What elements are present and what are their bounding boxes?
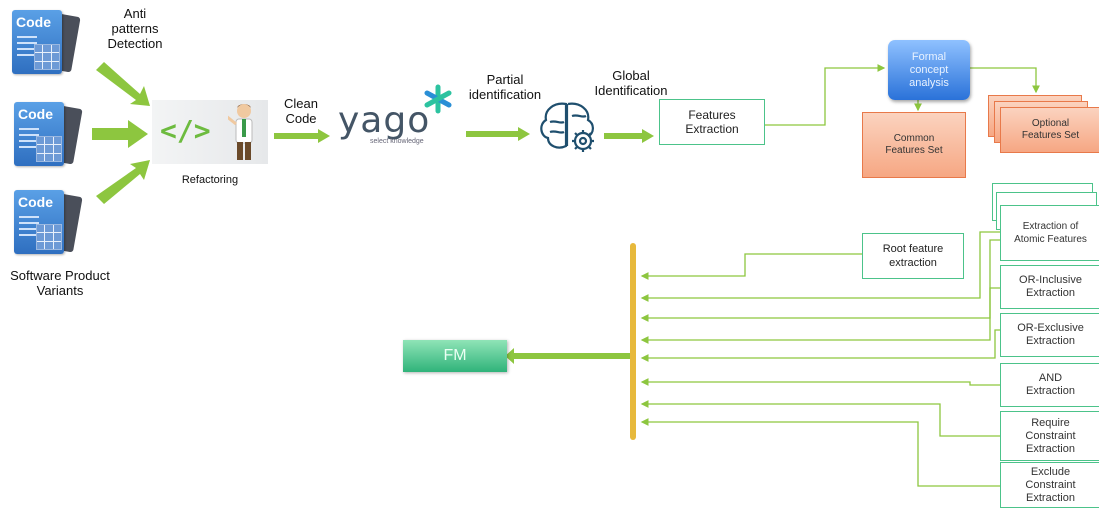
collector-bar — [630, 243, 636, 440]
refactoring-illustration: </> — [152, 100, 268, 164]
fca-box: Formal concept analysis — [888, 40, 970, 100]
refactoring-label: Refactoring — [181, 174, 239, 186]
fm-box: FM — [403, 340, 507, 372]
root-feature-box: Root feature extraction — [862, 233, 964, 279]
arrow-to-brain — [466, 127, 530, 141]
common-features-set-box: Common Features Set — [862, 112, 966, 178]
line-atomic-2 — [640, 239, 1000, 322]
or-inclusive-box: OR-Inclusive Extraction — [1000, 265, 1099, 309]
brain-gear-icon — [540, 102, 594, 152]
line-or-inclusive — [640, 287, 1000, 344]
or-exclusive-box: OR-Exclusive Extraction — [1000, 313, 1099, 357]
atomic-features-box: Extraction of Atomic Features — [1000, 205, 1099, 261]
anti-patterns-label: Anti patterns Detection — [107, 6, 163, 51]
partial-identification-label: Partial identification — [468, 72, 542, 102]
line-require — [640, 400, 1000, 437]
arrow-to-yago — [274, 129, 330, 143]
code-document-icon: Code — [14, 102, 83, 168]
clean-code-label: Clean Code — [284, 96, 318, 126]
arrow-to-fm — [505, 348, 630, 364]
code-document-icon: Code — [14, 190, 83, 256]
developer-icon — [228, 104, 253, 160]
line-root — [640, 253, 862, 280]
line-and — [640, 378, 1000, 386]
variants-label: Software Product Variants — [10, 268, 110, 298]
code-tag-icon: </> — [160, 114, 211, 147]
yago-tagline: select knowledge — [370, 138, 424, 145]
line-or-exclusive — [640, 329, 1000, 362]
and-extraction-box: AND Extraction — [1000, 363, 1099, 407]
line-to-optional — [970, 67, 1040, 94]
optional-features-set-box: Optional Features Set — [1000, 107, 1099, 153]
arrow-to-features — [604, 129, 654, 143]
arrow-bottom-doc — [96, 160, 150, 204]
arrow-mid-doc — [92, 120, 148, 148]
require-constraint-box: Require Constraint Extraction — [1000, 411, 1099, 461]
features-extraction-box: Features Extraction — [659, 99, 765, 145]
global-identification-label: Global Identification — [594, 68, 668, 98]
line-atomic-1 — [640, 231, 1000, 302]
code-document-icon: Code — [12, 10, 81, 76]
exclude-constraint-box: Exclude Constraint Extraction — [1000, 462, 1099, 508]
line-exclude — [640, 418, 1000, 487]
line-to-fca — [765, 64, 886, 126]
arrow-top-doc — [96, 62, 150, 106]
yago-logo: yago select knowledge — [336, 100, 446, 152]
asterisk-icon — [424, 84, 452, 114]
big-arrows — [92, 62, 654, 364]
yago-wordmark: yago — [338, 100, 431, 141]
